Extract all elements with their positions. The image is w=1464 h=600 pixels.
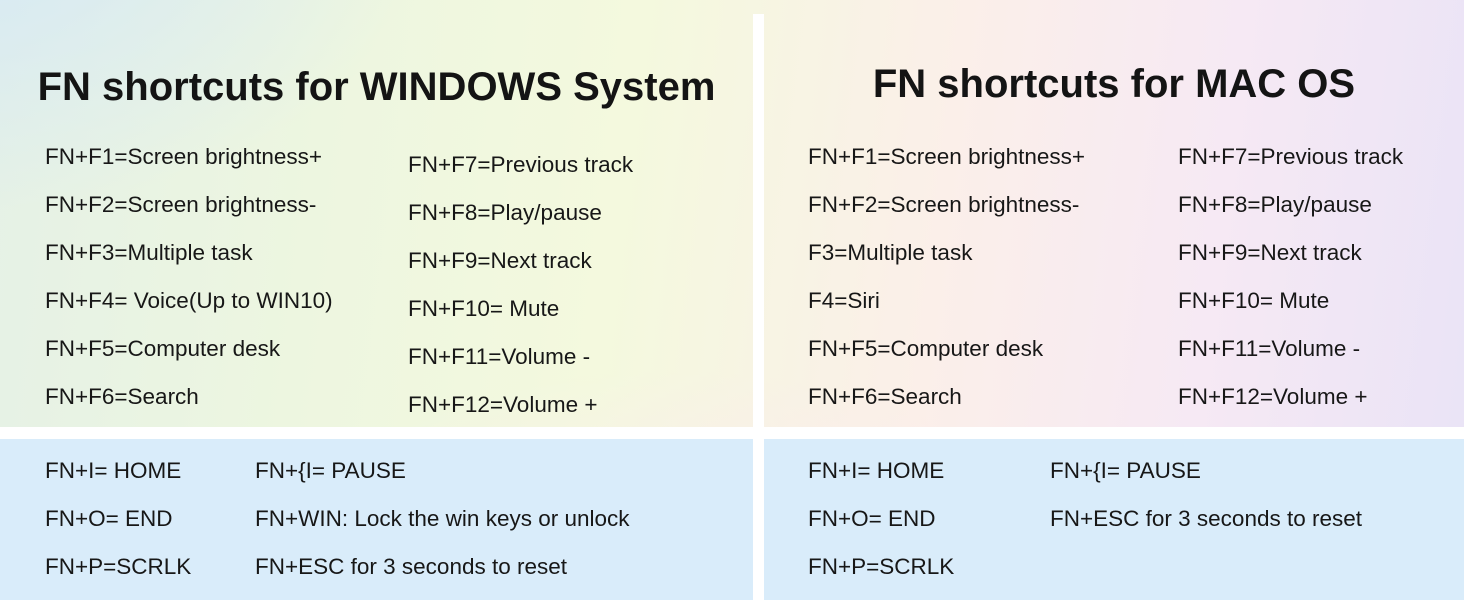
shortcut-item: FN+F6=Search [45, 384, 199, 409]
shortcut-item: FN+F10= Mute [408, 296, 560, 321]
shortcut-item: FN+F1=Screen brightness+ [808, 144, 1086, 169]
windows-extra-list-left: FN+I= HOME FN+O= END FN+P=SCRLK [45, 447, 191, 591]
shortcut-item: FN+F10= Mute [1178, 288, 1330, 313]
windows-extra-panel-bg [0, 439, 753, 600]
shortcut-item: FN+F11=Volume - [1178, 336, 1361, 361]
shortcut-item: FN+{I= PAUSE [255, 458, 406, 483]
shortcut-item: FN+F7=Previous track [408, 152, 634, 177]
shortcut-item: FN+I= HOME [45, 458, 182, 483]
shortcut-item: FN+F2=Screen brightness- [45, 192, 317, 217]
shortcut-item: FN+F7=Previous track [1178, 144, 1404, 169]
shortcut-item: FN+P=SCRLK [808, 554, 955, 579]
shortcut-item: FN+I= HOME [808, 458, 945, 483]
mac-extra-list-left: FN+I= HOME FN+O= END FN+P=SCRLK [808, 447, 954, 591]
shortcut-item: FN+F6=Search [808, 384, 962, 409]
shortcut-item: FN+F9=Next track [408, 248, 592, 273]
vertical-divider [753, 14, 764, 600]
shortcut-item: FN+WIN: Lock the win keys or unlock [255, 506, 630, 531]
shortcut-item: FN+O= END [45, 506, 173, 531]
shortcut-item: FN+F3=Multiple task [45, 240, 253, 265]
windows-shortcut-list-f7-f12: FN+F7=Previous track FN+F8=Play/pause FN… [408, 141, 633, 429]
mac-extra-panel-bg [764, 439, 1464, 600]
shortcut-item: FN+F2=Screen brightness- [808, 192, 1080, 217]
shortcut-item: F3=Multiple task [808, 240, 973, 265]
shortcut-item: FN+F11=Volume - [408, 344, 591, 369]
shortcut-item: FN+ESC for 3 seconds to reset [1050, 506, 1363, 531]
shortcut-item: FN+F1=Screen brightness+ [45, 144, 323, 169]
shortcut-item: FN+O= END [808, 506, 936, 531]
shortcut-item: FN+F9=Next track [1178, 240, 1362, 265]
windows-shortcut-list-f1-f6: FN+F1=Screen brightness+ FN+F2=Screen br… [45, 133, 333, 421]
shortcut-item: FN+F4= Voice(Up to WIN10) [45, 288, 333, 313]
mac-extra-list-right: FN+{I= PAUSE FN+ESC for 3 seconds to res… [1050, 447, 1362, 543]
shortcut-item: FN+F12=Volume + [408, 392, 598, 417]
horizontal-divider [0, 427, 1464, 439]
shortcut-item: FN+F8=Play/pause [1178, 192, 1372, 217]
mac-shortcut-list-f7-f12: FN+F7=Previous track FN+F8=Play/pause FN… [1178, 133, 1403, 421]
shortcut-item: FN+F12=Volume + [1178, 384, 1368, 409]
shortcut-item: F4=Siri [808, 288, 880, 313]
shortcut-item: FN+P=SCRLK [45, 554, 192, 579]
mac-panel-title: FN shortcuts for MAC OS [872, 62, 1356, 106]
shortcut-item: FN+F5=Computer desk [45, 336, 281, 361]
shortcut-item: FN+F8=Play/pause [408, 200, 602, 225]
shortcut-item: FN+F5=Computer desk [808, 336, 1044, 361]
shortcut-item: FN+ESC for 3 seconds to reset [255, 554, 568, 579]
mac-shortcut-list-f1-f6: FN+F1=Screen brightness+ FN+F2=Screen br… [808, 133, 1085, 421]
windows-panel-title: FN shortcuts for WINDOWS System [37, 65, 716, 109]
windows-extra-list-right: FN+{I= PAUSE FN+WIN: Lock the win keys o… [255, 447, 630, 591]
shortcut-item: FN+{I= PAUSE [1050, 458, 1201, 483]
